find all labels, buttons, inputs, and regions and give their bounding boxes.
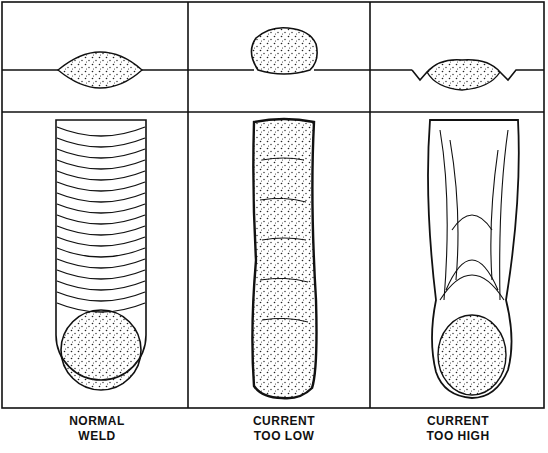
ripple <box>57 248 145 257</box>
ripple <box>57 303 145 312</box>
ripple <box>57 281 145 290</box>
ripple <box>57 138 145 147</box>
ripple <box>57 160 145 169</box>
ripple <box>57 226 145 235</box>
ripple <box>57 292 145 301</box>
ripple <box>57 237 145 246</box>
panel-caption: NORMAL WELD <box>57 414 137 444</box>
ripple <box>57 127 145 136</box>
panel-caption: CURRENT TOO HIGH <box>418 414 498 444</box>
ripple <box>57 182 145 191</box>
ripple <box>57 270 145 279</box>
panel-caption: CURRENT TOO LOW <box>244 414 324 444</box>
ripple <box>57 204 145 213</box>
ripple <box>57 193 145 202</box>
ripple <box>57 259 145 268</box>
ripple <box>57 171 145 180</box>
ripple <box>57 149 145 158</box>
ripple <box>57 215 145 224</box>
